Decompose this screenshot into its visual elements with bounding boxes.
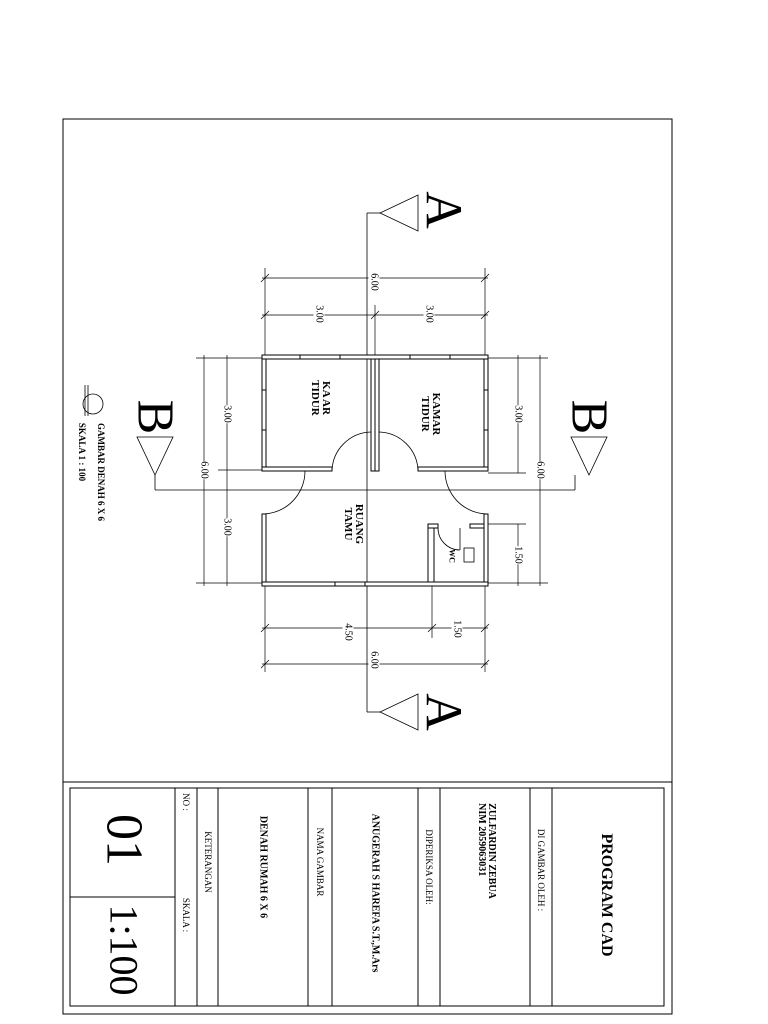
walls [261, 354, 489, 587]
notes-label: KETERANGAN [203, 831, 213, 893]
dim-bottom-left: 4.50 [342, 623, 354, 641]
dim-bottom-right: 1.50 [451, 620, 463, 638]
dim-right-wc: 1.50 [512, 546, 524, 564]
plan-caption-title: GAMBAR DENAH 6 X 6 [96, 423, 106, 521]
section-b-right-label: B [560, 399, 618, 435]
section-b-left-arrow [136, 436, 174, 476]
dim-top-left: 3.00 [313, 305, 325, 323]
plan-caption-scale: SKALA 1 : 100 [77, 422, 87, 482]
room-label-wc: WC [447, 549, 457, 563]
drawn-by-nim: NIM 2059063031 [476, 803, 487, 877]
section-a-bottom-arrow [379, 693, 419, 731]
drawn-by-label: DI GAMBAR OLEH : [536, 828, 546, 912]
sheet-border [62, 118, 673, 1015]
dim-right-top: 3.00 [512, 405, 524, 423]
section-a-top-label: A [414, 191, 472, 229]
caption-symbol [82, 393, 104, 415]
room-label-bedroom-1: KA AR TIDUR [309, 380, 332, 416]
room-label-bedroom-1-line-1: KA AR [320, 381, 332, 415]
dim-left-total: 6.00 [198, 461, 210, 479]
wc-fixture [463, 547, 475, 563]
section-b-left-label: B [126, 399, 184, 435]
sheet-number: 01 [95, 814, 153, 866]
room-label-bedroom-2-line-1: KAMAR [430, 392, 442, 436]
section-a-top-arrow [379, 194, 419, 232]
title-block [69, 787, 665, 1007]
doors [261, 431, 489, 551]
room-label-bedroom-1-line-2: TIDUR [309, 380, 321, 416]
room-label-living-line-2: TAMU [342, 507, 354, 541]
scale-value: 1:100 [101, 904, 147, 996]
no-label: NO : [181, 793, 191, 811]
drawn-by-name: ZULFARDIN ZEBUA [486, 803, 497, 899]
dim-right-total: 6.00 [534, 461, 546, 479]
dim-top-right: 3.00 [423, 305, 435, 323]
dim-left-bottom: 3.00 [221, 518, 233, 536]
section-a-bottom-label: A [414, 693, 472, 731]
dim-top-total: 6.00 [368, 273, 380, 291]
floor-plan [82, 194, 608, 731]
title-program: PROGRAM CAD [598, 833, 615, 957]
drawing-name-label: NAMA GAMBAR [315, 827, 325, 897]
section-b-right-arrow [570, 436, 608, 476]
room-label-living-line-1: RUANG [353, 503, 365, 545]
dimensions [196, 268, 548, 672]
dim-bottom-total: 6.00 [368, 651, 380, 669]
checked-by-name: ANUGERAH S HAREFA S.T.,M.Ars [369, 813, 381, 973]
room-label-bedroom-2-line-2: TIDUR [419, 396, 431, 432]
dim-left-top: 3.00 [221, 405, 233, 423]
room-label-living: RUANG TAMU [342, 503, 365, 545]
drawn-by-name-block: ZULFARDIN ZEBUA NIM 2059063031 [476, 803, 497, 899]
room-label-bedroom-2: KAMAR TIDUR [419, 392, 442, 436]
drawing-name: DENAH RUMAH 6 X 6 [257, 815, 269, 919]
checked-by-label: DIPERIKSA OLEH: [424, 829, 434, 905]
scale-label: SKALA : [181, 897, 191, 933]
